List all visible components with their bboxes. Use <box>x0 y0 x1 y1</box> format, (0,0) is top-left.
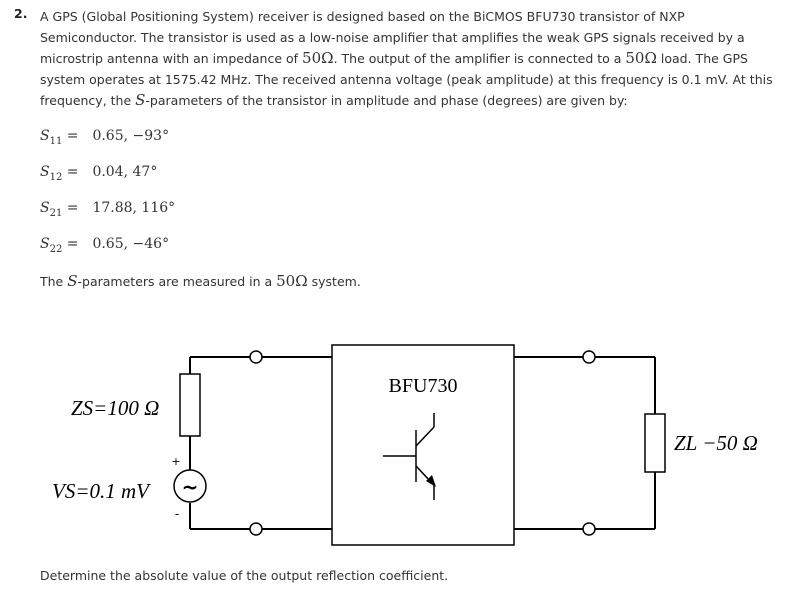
measurement-note: The S-parameters are measured in a 50Ω s… <box>40 272 361 290</box>
equation-lhs: S12 = <box>40 164 79 183</box>
load-resistor <box>644 413 666 473</box>
intro-text-3: load. The GPS system operates at 1575.42… <box>40 51 777 108</box>
intro-text-4: -parameters of the transistor in amplitu… <box>145 93 628 108</box>
equation-lhs: S11 = <box>40 128 79 147</box>
equation-value: 0.65, −93° <box>92 128 170 144</box>
transistor-box <box>331 344 515 546</box>
equation-lhs: S21 = <box>40 200 79 219</box>
terminal-in-bottom <box>249 522 263 536</box>
intro-math-2: 50Ω <box>625 49 657 67</box>
zs-label: ZS=100 Ω <box>71 396 159 420</box>
voltage-source-icon <box>173 469 207 503</box>
terminal-in-top <box>249 350 263 364</box>
plus-sign: + <box>171 455 180 468</box>
equation-lhs: S22 = <box>40 236 79 255</box>
equation-s12: S12 = 0.04, 47° <box>40 164 157 183</box>
vs-label: VS=0.1 mV <box>52 479 151 503</box>
question-text: Determine the absolute value of the outp… <box>40 568 449 583</box>
minus-sign: - <box>175 507 179 521</box>
equation-s22: S22 = 0.65, −46° <box>40 236 169 255</box>
equation-value: 0.65, −46° <box>92 236 170 252</box>
problem-statement: A GPS (Global Positioning System) receiv… <box>40 6 785 111</box>
emitter-arrow-icon <box>426 475 436 487</box>
equation-s21: S21 = 17.88, 116° <box>40 200 175 219</box>
source-resistor <box>179 373 201 437</box>
intro-text-2: . The output of the amplifier is connect… <box>333 51 626 66</box>
equation-value: 0.04, 47° <box>92 164 158 180</box>
equation-s11: S11 = 0.65, −93° <box>40 128 169 147</box>
zl-label: ZL −50 Ω <box>674 431 758 455</box>
intro-math-1: 50Ω <box>302 49 334 67</box>
transistor-label: BFU730 <box>389 375 458 397</box>
terminal-out-top <box>582 350 596 364</box>
equation-value: 17.88, 116° <box>92 200 176 216</box>
bjt-icon <box>383 413 435 500</box>
intro-math-3: S <box>135 91 146 109</box>
intro-text-1: A GPS (Global Positioning System) receiv… <box>40 9 749 66</box>
terminal-out-bottom <box>582 522 596 536</box>
ac-symbol: ~ <box>182 475 199 499</box>
question-number: 2. <box>14 6 28 21</box>
